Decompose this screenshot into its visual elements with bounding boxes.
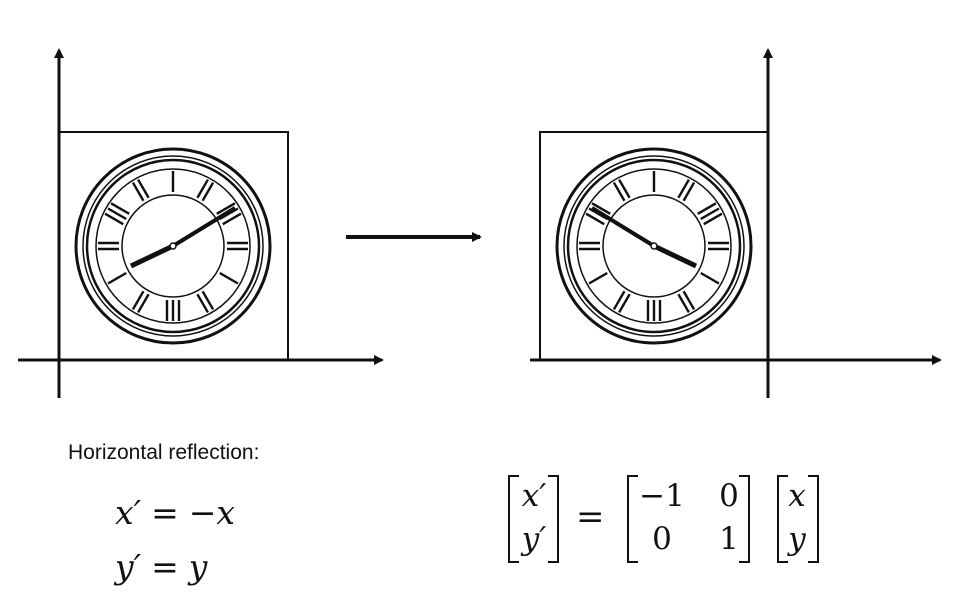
- x-prime: x′: [115, 493, 142, 532]
- matrix-a11: −1: [639, 478, 685, 514]
- matrix-a12: 0: [719, 478, 739, 514]
- bracket-right: [808, 475, 819, 563]
- original-image-frame: [58, 131, 289, 361]
- lhs-x-prime: x′: [521, 478, 547, 514]
- rhs-x: x: [788, 478, 806, 514]
- reflected-panel: [530, 48, 942, 398]
- matrix-a21: 0: [652, 521, 672, 557]
- equals-sign: =: [151, 493, 179, 532]
- equals-sign: =: [151, 547, 179, 586]
- original-panel: [18, 48, 384, 398]
- matrix-equals-sign: =: [576, 497, 605, 537]
- equation-x: x′=−x: [115, 493, 235, 532]
- bracket-left: [627, 475, 638, 563]
- lhs-y-prime: y′: [521, 521, 547, 557]
- rhs-y: y: [788, 521, 806, 557]
- caption-horizontal-reflection: Horizontal reflection:: [68, 441, 260, 464]
- bracket-right: [739, 475, 750, 563]
- neg-x: −x: [188, 493, 236, 532]
- y-prime: y′: [115, 547, 142, 586]
- y-value: y: [188, 547, 208, 586]
- original-clock-image: [74, 147, 272, 345]
- reflected-clock-image: [555, 147, 753, 345]
- bracket-right: [548, 475, 559, 563]
- bracket-left: [777, 475, 788, 563]
- reflected-image-frame: [539, 131, 769, 361]
- matrix-a22: 1: [719, 521, 739, 557]
- equation-y: y′=y: [115, 547, 207, 586]
- bracket-left: [508, 475, 519, 563]
